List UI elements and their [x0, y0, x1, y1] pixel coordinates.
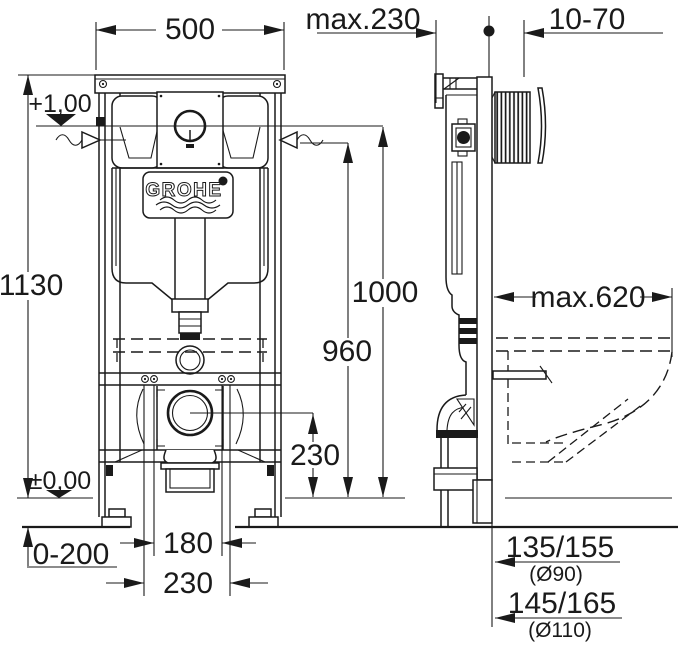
- dimension-fixing-spans: 180 230: [106, 385, 268, 600]
- dim-outlet-d90-label: 135/155: [506, 531, 614, 564]
- dim-outlet-d110-dia: (Ø110): [528, 619, 592, 642]
- dimension-install-depth: max.230: [305, 3, 437, 103]
- dim-outlet-height-label: 230: [290, 439, 340, 472]
- dim-frame-width-label: 500: [165, 13, 215, 46]
- grohe-logo: GROHE: [142, 171, 234, 219]
- level-floor-label: ±0,00: [29, 467, 91, 495]
- level-top-label: +1,00: [28, 90, 91, 118]
- dimension-wall-finish: 10-70: [523, 3, 663, 77]
- level-triangle-icon: [46, 114, 76, 126]
- dimension-outlet-d90: 135/155 (Ø90): [495, 531, 620, 586]
- dim-bowl-depth-label: max.620: [530, 281, 645, 314]
- level-marker-floor: ±0,00: [29, 467, 91, 498]
- dimension-bowl-depth: max.620: [494, 281, 673, 357]
- break-arrow-left-icon: [55, 130, 126, 150]
- dimension-960-height: 960: [322, 143, 372, 497]
- break-arrow-right-icon: [278, 130, 324, 150]
- dimension-outlet-d110: 145/165 (Ø110): [495, 587, 622, 642]
- dim-outlet-d110-label: 145/165: [508, 587, 616, 620]
- dim-foot-adjust-label: 0-200: [33, 538, 110, 571]
- dim-outlet-d90-dia: (Ø90): [529, 563, 583, 586]
- dim-wall-finish-label: 10-70: [549, 3, 626, 36]
- grohe-logo-text: GROHE: [145, 180, 222, 201]
- fixing-stud: [492, 370, 547, 380]
- front-view-frame: GROHE: [94, 74, 286, 528]
- dim-960-label: 960: [322, 335, 372, 368]
- dim-span-inner-label: 180: [163, 527, 213, 560]
- wc-bowl-outline: [492, 337, 673, 463]
- dim-flush-height-label: 1000: [352, 276, 419, 309]
- dimension-foot-adjust: 0-200: [23, 527, 117, 571]
- dimension-annotations: 500 max.230 10-70 +1,00: [0, 3, 673, 642]
- wall-reference-dot: [483, 25, 495, 37]
- level-marker-top: +1,00: [28, 90, 383, 150]
- dim-total-height-label: 1130: [0, 269, 63, 302]
- level-triangle-icon: [46, 490, 72, 498]
- side-view-frame: [433, 16, 547, 527]
- grohe-logo-dot: [218, 176, 228, 186]
- dimension-total-height: 1130: [0, 74, 96, 498]
- dim-install-depth-label: max.230: [305, 3, 420, 36]
- floor-lines: [17, 497, 678, 627]
- dimension-frame-width: 500: [95, 13, 285, 70]
- dim-span-outer-label: 230: [163, 567, 213, 600]
- dimension-outlet-height: 230: [190, 412, 340, 497]
- dimension-flush-height: 1000: [352, 127, 419, 497]
